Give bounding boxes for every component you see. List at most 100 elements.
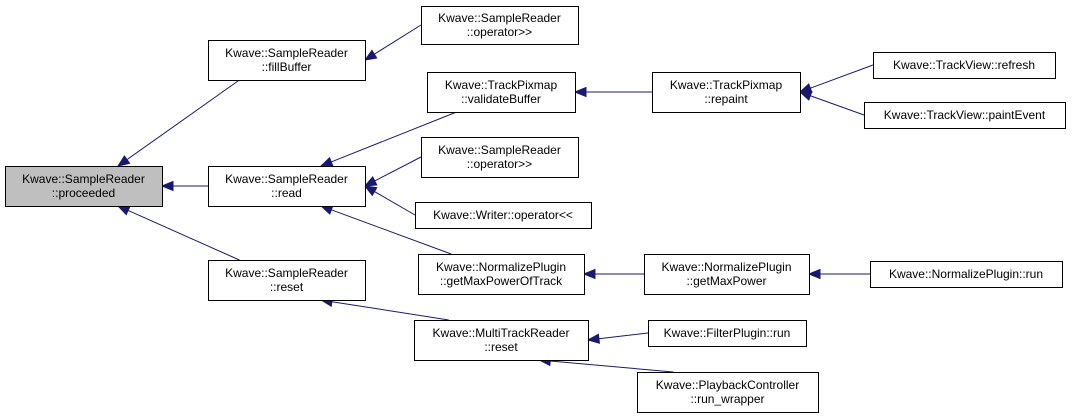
node-label: Kwave::Writer::operator<< <box>433 208 573 222</box>
node-label: ::proceeded <box>52 186 115 200</box>
arrowhead-icon <box>363 185 378 197</box>
node-mtrReset[interactable]: Kwave::MultiTrackReader::reset <box>414 320 589 361</box>
node-box <box>427 72 576 113</box>
node-label: ::run_wrapper <box>690 392 764 406</box>
node-box <box>873 52 1056 79</box>
node-label: Kwave::SampleReader <box>225 172 348 186</box>
edge-opShiftB-to-read <box>363 156 422 187</box>
edge-resetSR-to-proceeded <box>116 205 240 261</box>
edge-read-to-proceeded <box>160 180 208 192</box>
node-label: ::fillBuffer <box>262 60 312 74</box>
node-label: ::reset <box>484 340 518 354</box>
node-label: ::repaint <box>704 92 748 106</box>
node-getMaxPower[interactable]: Kwave::NormalizePlugin::getMaxPower <box>644 254 810 295</box>
node-label: Kwave::FilterPlugin::run <box>664 326 791 340</box>
node-label: Kwave::TrackView::refresh <box>893 58 1035 72</box>
arrowhead-icon <box>573 86 587 98</box>
node-box <box>652 72 801 113</box>
arrowhead-icon <box>160 180 174 192</box>
node-normRun[interactable]: Kwave::NormalizePlugin::run <box>870 261 1063 288</box>
node-label: Kwave::SampleReader <box>225 266 348 280</box>
node-label: Kwave::MultiTrackReader <box>433 326 570 340</box>
arrowhead-icon <box>586 333 601 344</box>
node-box <box>414 320 589 361</box>
node-box <box>870 261 1063 288</box>
node-box <box>648 320 807 347</box>
edge-line <box>331 209 452 255</box>
node-getMaxPowerOfTrack[interactable]: Kwave::NormalizePlugin::getMaxPowerOfTra… <box>418 254 585 295</box>
edge-line <box>331 301 449 321</box>
arrowhead-icon <box>319 156 334 167</box>
node-box <box>5 166 163 207</box>
node-proceeded[interactable]: Kwave::SampleReader::proceeded <box>5 166 163 207</box>
node-opShiftA[interactable]: Kwave::SampleReader::operator>> <box>421 6 579 45</box>
arrowhead-icon <box>807 268 821 280</box>
edge-tvRefresh-to-repaint <box>798 64 874 93</box>
node-tvRefresh[interactable]: Kwave::TrackView::refresh <box>873 52 1056 79</box>
edge-line <box>126 79 240 161</box>
node-writerOp[interactable]: Kwave::Writer::operator<< <box>415 202 592 229</box>
node-box <box>637 372 819 413</box>
edge-repaint-to-validateBuffer <box>573 86 652 98</box>
node-label: ::reset <box>270 280 304 294</box>
node-label: ::read <box>271 186 302 200</box>
node-opShiftB[interactable]: Kwave::SampleReader::operator>> <box>421 137 579 178</box>
edge-line <box>550 360 674 373</box>
arrowhead-icon <box>363 176 378 187</box>
node-box <box>208 260 366 301</box>
arrowhead-icon <box>363 49 378 61</box>
edge-line <box>374 191 416 216</box>
edge-filterRun-to-mtrReset <box>586 332 649 344</box>
node-validateBuffer[interactable]: Kwave::TrackPixmap::validateBuffer <box>427 72 576 113</box>
arrowhead-icon <box>116 205 131 216</box>
edges <box>116 24 874 373</box>
edge-line <box>598 332 649 340</box>
node-resetSR[interactable]: Kwave::SampleReader::reset <box>208 260 366 301</box>
edge-writerOp-to-read <box>363 185 416 216</box>
edge-line <box>374 24 422 55</box>
nodes: Kwave::SampleReader::proceededKwave::Sam… <box>5 6 1066 413</box>
edge-tvPaint-to-repaint <box>798 90 865 116</box>
node-filterRun[interactable]: Kwave::FilterPlugin::run <box>648 320 807 347</box>
node-runWrapper[interactable]: Kwave::PlaybackController::run_wrapper <box>637 372 819 413</box>
node-tvPaint[interactable]: Kwave::TrackView::paintEvent <box>864 102 1066 129</box>
node-box <box>418 254 585 295</box>
node-label: Kwave::SampleReader <box>225 46 348 60</box>
arrowhead-icon <box>798 90 813 101</box>
node-box <box>864 102 1066 129</box>
node-box <box>421 6 579 45</box>
node-box <box>421 137 579 178</box>
node-label: ::validateBuffer <box>461 92 541 106</box>
edge-fillBuffer-to-proceeded <box>116 79 240 167</box>
node-label: ::getMaxPowerOfTrack <box>440 274 563 288</box>
edge-normRun-to-getMaxPower <box>807 268 870 280</box>
edge-line <box>127 210 240 261</box>
node-label: Kwave::NormalizePlugin <box>436 260 566 274</box>
node-label: ::getMaxPower <box>686 274 766 288</box>
node-label: Kwave::TrackView::paintEvent <box>884 108 1046 122</box>
node-label: Kwave::TrackPixmap <box>670 78 783 92</box>
edge-line <box>810 64 874 89</box>
node-label: Kwave::SampleReader <box>438 143 561 157</box>
node-label: Kwave::TrackPixmap <box>445 78 558 92</box>
node-read[interactable]: Kwave::SampleReader::read <box>208 166 366 207</box>
node-label: Kwave::PlaybackController <box>656 378 799 392</box>
node-fillBuffer[interactable]: Kwave::SampleReader::fillBuffer <box>208 40 366 81</box>
node-box <box>208 40 366 81</box>
arrowhead-icon <box>116 155 131 167</box>
node-label: ::operator>> <box>467 25 532 39</box>
arrowhead-icon <box>582 268 596 280</box>
node-box <box>644 254 810 295</box>
node-label: Kwave::SampleReader <box>438 11 561 25</box>
node-label: Kwave::SampleReader <box>22 172 145 186</box>
edge-opShiftA-to-fillBuffer <box>363 24 422 61</box>
node-label: ::operator>> <box>467 157 532 171</box>
node-label: Kwave::NormalizePlugin <box>661 260 791 274</box>
node-label: Kwave::NormalizePlugin::run <box>889 267 1043 281</box>
node-box <box>208 166 366 207</box>
edge-line <box>331 111 457 163</box>
node-box <box>415 202 592 229</box>
edge-line <box>810 95 865 116</box>
node-repaint[interactable]: Kwave::TrackPixmap::repaint <box>652 72 801 113</box>
